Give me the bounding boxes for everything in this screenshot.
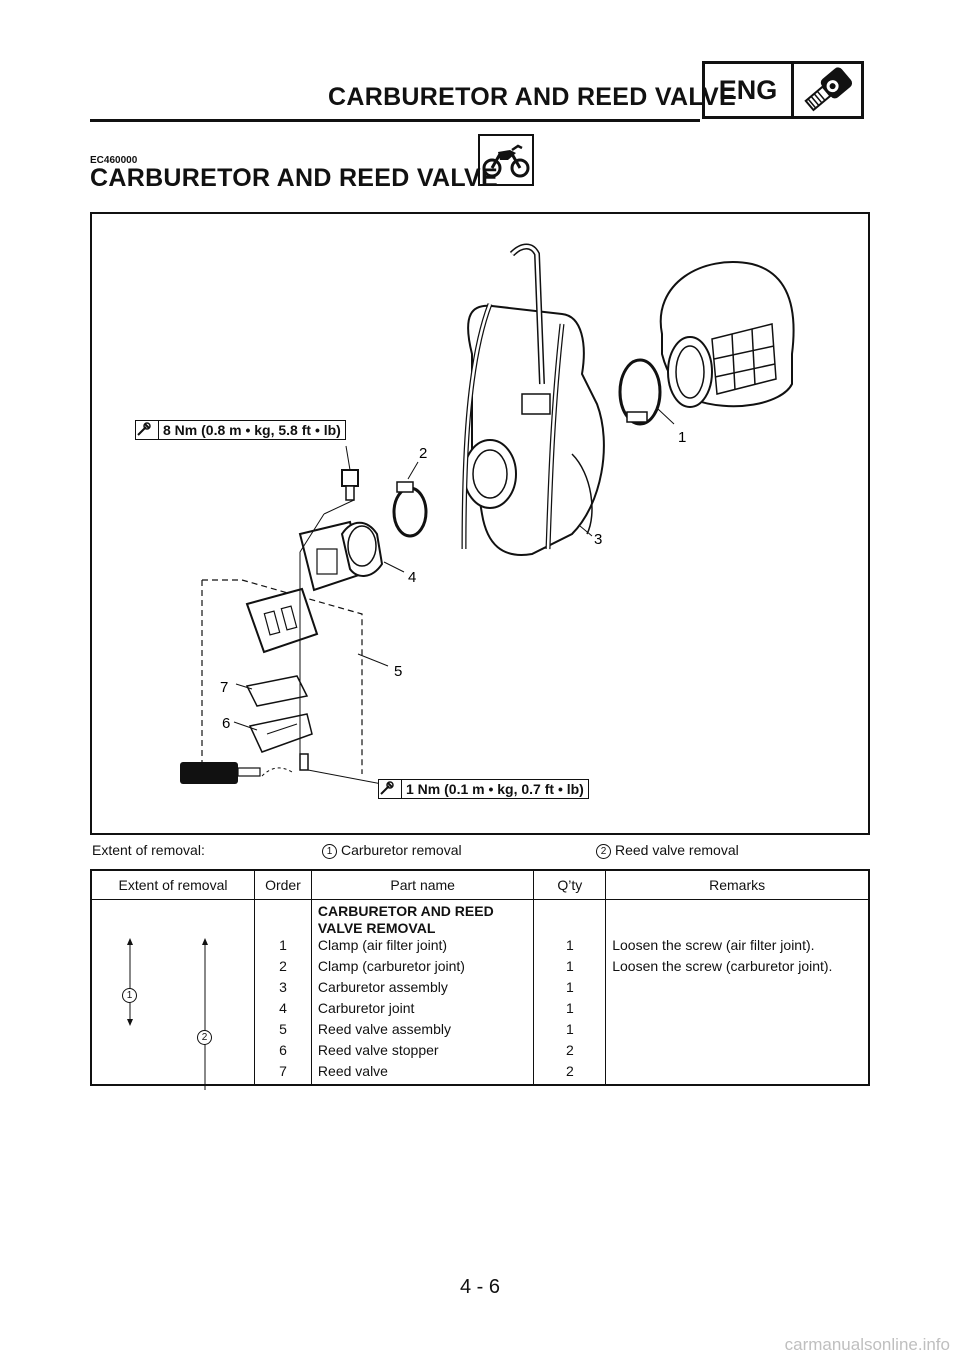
badge-label: ENG: [705, 64, 794, 116]
callout-5: 5: [394, 663, 402, 680]
table-title-row: CARBURETOR AND REED VALVE REMOVAL: [310, 899, 535, 937]
col-part-name: Part name: [310, 869, 535, 900]
wrench-icon: [136, 421, 159, 439]
extent-marker-2: 2: [197, 1030, 212, 1045]
reed-valve-assembly: [245, 587, 319, 654]
extent-arrows-cell: 1 2: [90, 899, 256, 1090]
table-row: 5 Reed valve assembly 1: [91, 1021, 870, 1042]
callout-1: 1: [678, 429, 686, 446]
table-row: 4 Carburetor joint 1: [91, 1000, 870, 1021]
col-extent: Extent of removal: [90, 869, 256, 900]
callout-4: 4: [408, 569, 416, 586]
screwdriver-tool: [180, 762, 293, 784]
engine-bolt-icon: [794, 64, 861, 116]
extent-item-text: Carburetor removal: [341, 842, 462, 858]
table-row: 2 Clamp (carburetor joint) 1 Loosen the …: [91, 958, 870, 979]
table-row: 1 2 CARBURETOR AND REED VALVE REMOVAL: [90, 899, 870, 1090]
carburetor-assembly: [461, 243, 605, 556]
circled-number: 2: [596, 844, 611, 859]
col-order: Order: [254, 869, 312, 900]
extent-label: Extent of removal:: [92, 842, 205, 858]
torque-value-bottom: 1 Nm (0.1 m • kg, 0.7 ft • lb): [406, 781, 584, 797]
clamp-carburetor: [392, 481, 428, 538]
extent-item-text: Reed valve removal: [615, 842, 739, 858]
col-qty: Q’ty: [533, 869, 607, 900]
table-row: 7 Reed valve 2: [91, 1063, 870, 1085]
callout-2: 2: [419, 445, 427, 462]
torque-spec-bottom: 1 Nm (0.1 m • kg, 0.7 ft • lb): [378, 779, 589, 799]
air-filter-joint: [659, 261, 795, 408]
running-title: CARBURETOR AND REED VALVE: [328, 83, 736, 111]
bolt-bottom: [299, 753, 309, 771]
parts-table: Extent of removal Order Part name Q’ty R…: [90, 869, 870, 1090]
motorcycle-icon: [478, 134, 534, 186]
table-header-row: Extent of removal Order Part name Q’ty R…: [90, 869, 870, 900]
watermark: carmanualsonline.info: [784, 1335, 950, 1354]
section-title: CARBURETOR AND REED VALVE: [90, 164, 498, 192]
callout-6: 6: [222, 715, 230, 732]
col-remarks: Remarks: [605, 869, 870, 900]
page-number: 4 - 6: [459, 1276, 501, 1298]
wrench-icon: [379, 780, 402, 798]
reed-valve-stopper: [248, 713, 313, 753]
extent-marker-1: 1: [122, 988, 137, 1003]
extent-arrows: [127, 938, 208, 1090]
callout-7: 7: [220, 679, 228, 696]
extent-item-2: 2 Reed valve removal: [596, 842, 739, 859]
bolt-top: [341, 469, 359, 501]
section-badge: ENG: [702, 61, 864, 119]
exploded-diagram: 1 2 3 4 5 6 7 8 Nm (0.8 m • kg, 5.8 ft •…: [90, 212, 870, 835]
torque-spec-top: 8 Nm (0.8 m • kg, 5.8 ft • lb): [135, 420, 346, 440]
extent-item-1: 1 Carburetor removal: [322, 842, 462, 859]
table-row: 3 Carburetor assembly 1: [91, 979, 870, 1000]
callout-3: 3: [594, 531, 602, 548]
torque-value-top: 8 Nm (0.8 m • kg, 5.8 ft • lb): [163, 422, 341, 438]
clamp-air-filter: [618, 358, 662, 426]
circled-number: 1: [322, 844, 337, 859]
header-rule: [90, 119, 700, 122]
carburetor-joint: [298, 520, 384, 592]
table-row: 1 Clamp (air filter joint) 1 Loosen the …: [91, 937, 870, 958]
section-code: EC460000: [90, 155, 138, 166]
reed-valve: [245, 675, 309, 707]
table-row: 6 Reed valve stopper 2: [91, 1042, 870, 1063]
